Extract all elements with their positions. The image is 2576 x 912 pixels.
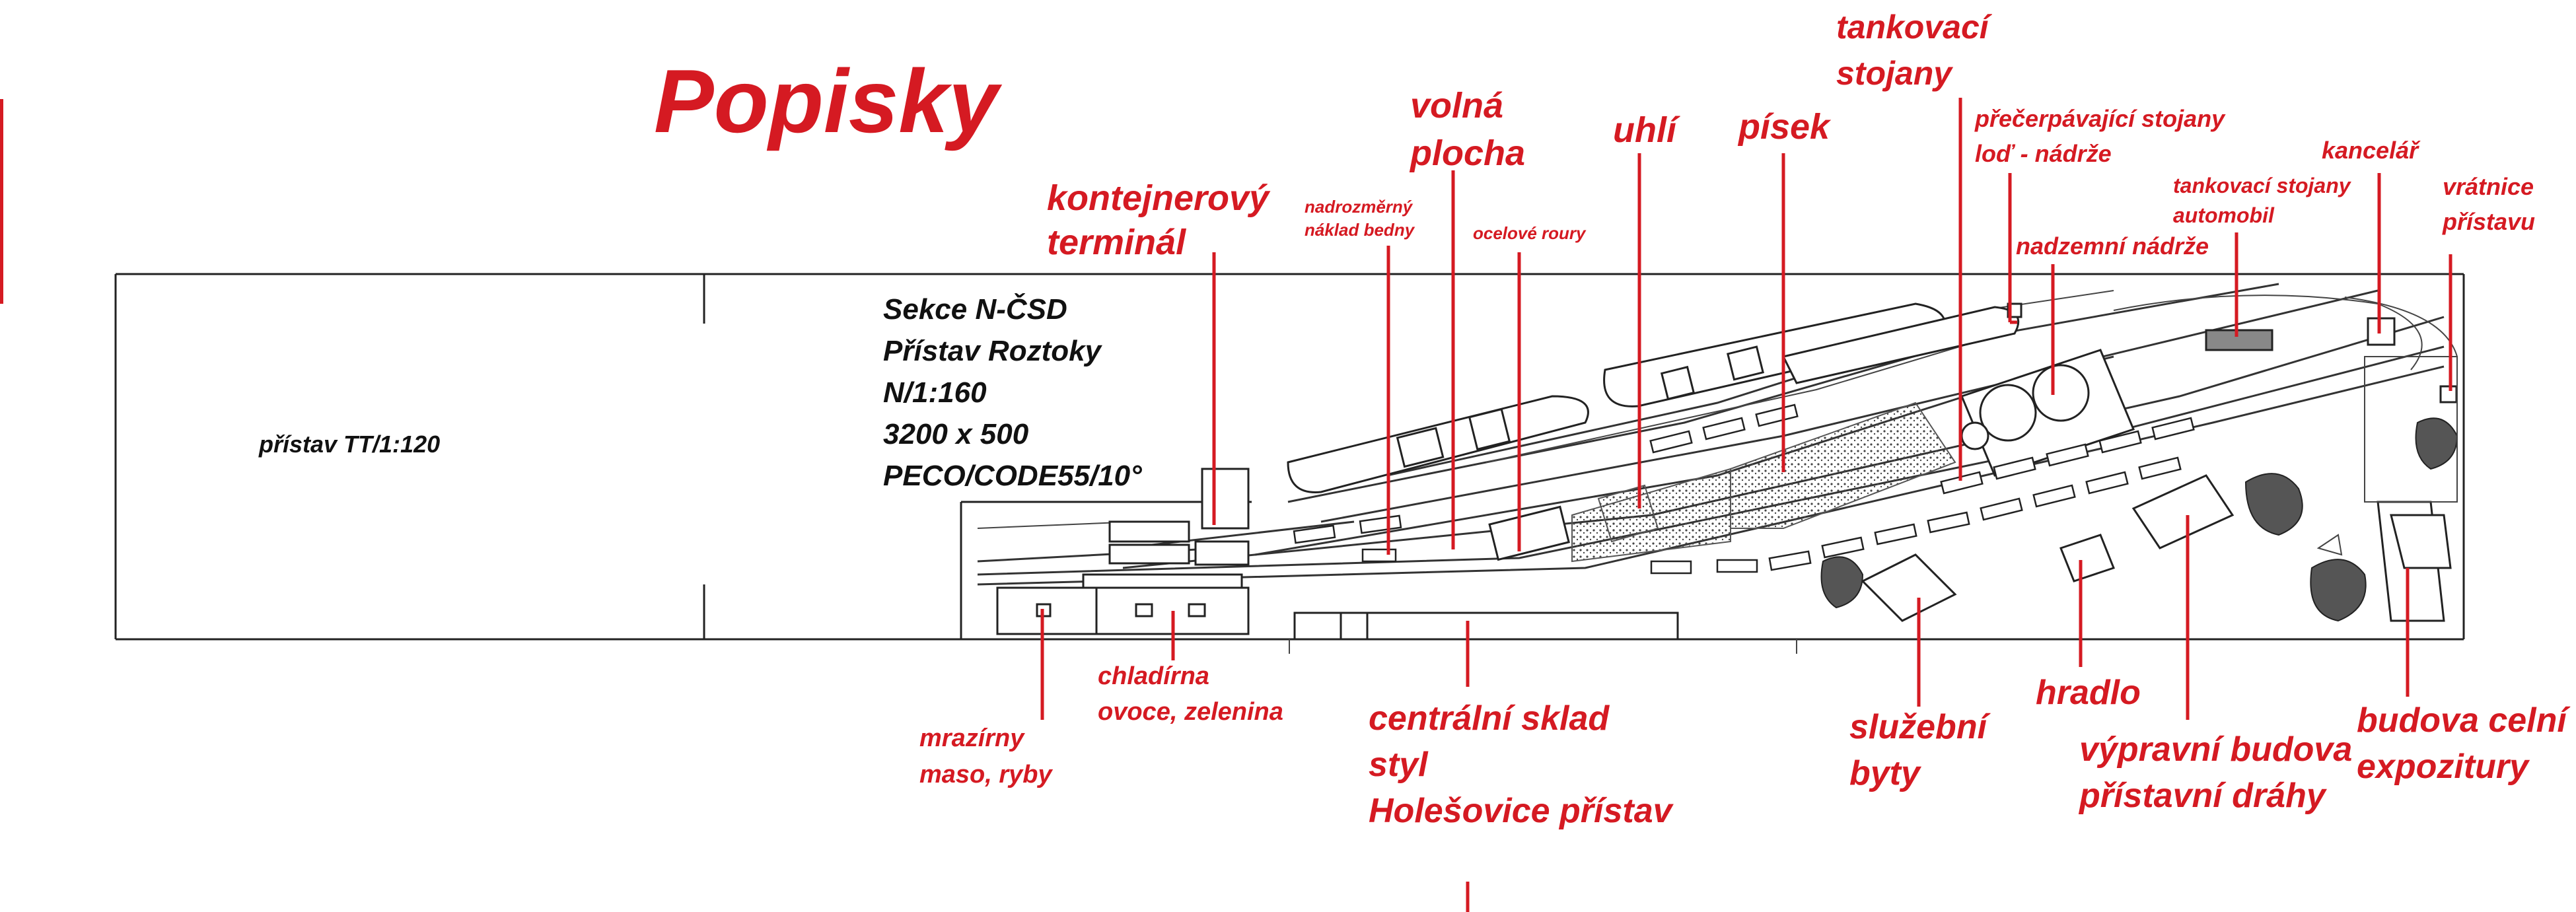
- label-tank-auto-1: tankovací stojany: [2173, 174, 2352, 197]
- label-celni-2: expozitury: [2357, 748, 2530, 786]
- label-ocelove-roury: ocelové roury: [1473, 223, 1587, 243]
- page-title: Popisky: [654, 51, 1003, 151]
- label-nadrozmerny-2: náklad bedny: [1305, 220, 1415, 240]
- label-chladirna-2: ovoce, zelenina: [1098, 698, 1283, 726]
- label-volna-1: volná: [1410, 86, 1503, 125]
- label-kontejnerovy-2: terminál: [1047, 223, 1186, 262]
- label-kontejnerovy-1: kontejnerový: [1047, 178, 1271, 218]
- section-info-line5: PECO/CODE55/10°: [883, 460, 1142, 492]
- label-tank-auto-2: automobil: [2173, 203, 2275, 227]
- section-info: Sekce N-ČSD Přístav Roztoky N/1:160 3200…: [883, 292, 1142, 492]
- label-hradlo: hradlo: [2036, 674, 2141, 712]
- label-nadzemni-nadrze: nadzemní nádrže: [2016, 232, 2209, 260]
- section-info-line3: N/1:160: [883, 376, 987, 409]
- label-precerpavaci-1: přečerpávající stojany: [1974, 105, 2226, 132]
- label-tankovaci-1: tankovací: [1836, 9, 1993, 46]
- wagons: [1293, 403, 2195, 575]
- bulk-areas: [1361, 402, 1956, 563]
- label-sluzebni-1: služební: [1849, 708, 1991, 746]
- label-pisek: písek: [1737, 107, 1832, 147]
- container-terminal: [996, 468, 1679, 641]
- label-sluzebni-2: byty: [1849, 754, 1922, 792]
- label-centralni-1: centrální sklad: [1369, 699, 1610, 738]
- tank-farm: [1960, 302, 2458, 477]
- label-tankovaci-2: stojany: [1836, 55, 1953, 92]
- section-info-line1: Sekce N-ČSD: [883, 292, 1067, 326]
- label-volna-2: plocha: [1409, 133, 1525, 173]
- label-kancelar: kancelář: [2322, 137, 2421, 164]
- section-info-line2: Přístav Roztoky: [883, 335, 1103, 367]
- label-centralni-2: styl: [1369, 746, 1429, 784]
- station-buildings: [1820, 356, 2458, 622]
- label-vratnice-2: přístavu: [2442, 208, 2535, 235]
- label-mrazirny-2: maso, ryby: [919, 761, 1054, 789]
- leader-lines: [1040, 98, 2452, 912]
- label-chladirna-1: chladírna: [1098, 662, 1209, 690]
- label-precerpavaci-2: loď - nádrže: [1975, 140, 2112, 167]
- label-vypravni-1: výpravní budova: [2079, 730, 2352, 769]
- label-vratnice-1: vrátnice: [2443, 173, 2534, 200]
- baseboard-outline: [114, 273, 2465, 654]
- label-uhli: uhlí: [1613, 110, 1680, 150]
- section-info-line4: 3200 x 500: [883, 418, 1029, 450]
- label-celni-1: budova celní: [2357, 701, 2571, 740]
- labels: kontejnerový terminál nadrozměrný náklad…: [919, 9, 2571, 830]
- left-module-label: přístav TT/1:120: [258, 431, 440, 458]
- label-centralni-3: Holešovice přístav: [1369, 792, 1674, 830]
- label-nadrozmerny-1: nadrozměrný: [1305, 197, 1413, 217]
- edge-marker: [0, 99, 3, 304]
- label-mrazirny-1: mrazírny: [919, 724, 1025, 752]
- label-vypravni-2: přístavní dráhy: [2078, 777, 2328, 815]
